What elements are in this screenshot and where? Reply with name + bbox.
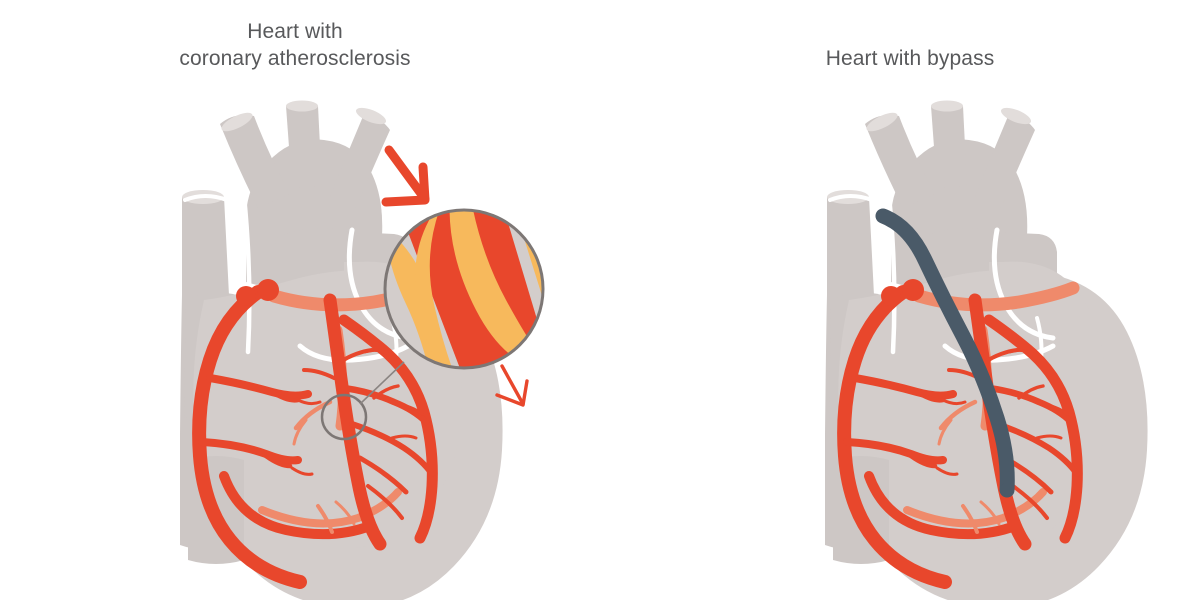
graft-distal-anastomosis (999, 482, 1015, 498)
plaque-arrow-lower (495, 364, 529, 407)
bypass-graft (875, 208, 1015, 498)
heart-atherosclerosis-illustration (180, 101, 545, 600)
panel-title-bypass: Heart with bypass (825, 47, 995, 70)
plaque-right (449, 210, 543, 368)
plaque-mid (415, 210, 464, 368)
magnifier-border (383, 208, 545, 370)
lesion-marker-circle (320, 393, 368, 441)
plaque-arrow-upper (381, 145, 430, 207)
heart-anatomy-right (825, 101, 1148, 600)
heart-bypass-illustration (825, 101, 1148, 600)
graft-proximal-anastomosis (875, 208, 891, 224)
panel-title-atherosclerosis: Heart with coronary atherosclerosis (179, 20, 411, 70)
magnifier-leader-line (359, 361, 405, 405)
